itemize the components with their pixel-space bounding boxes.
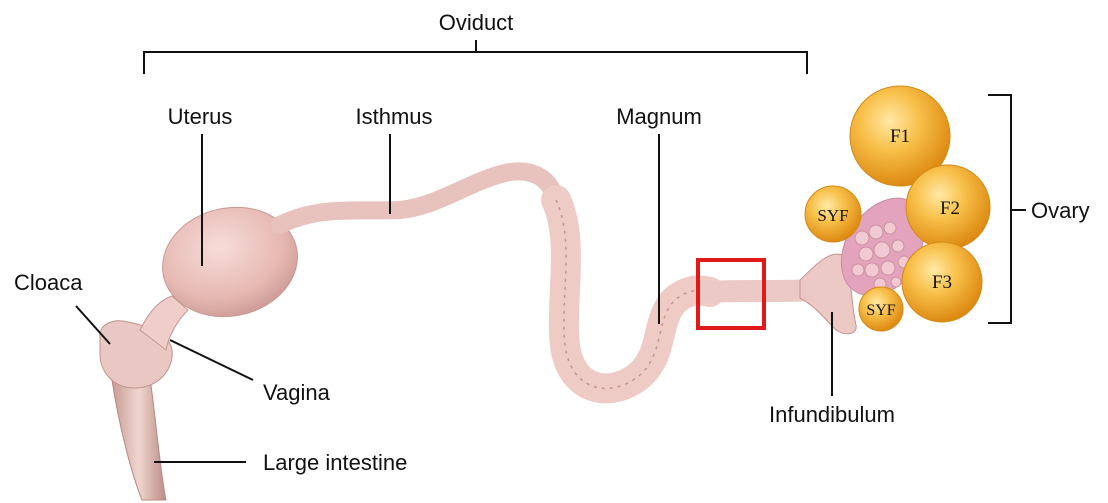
follicle-f1-label: F1 xyxy=(890,126,910,147)
follicle-syf-lower: SYF xyxy=(859,287,903,331)
magnum-label: Magnum xyxy=(616,104,702,129)
vagina-leader xyxy=(170,340,253,380)
infundibulum-label: Infundibulum xyxy=(769,402,895,427)
isthmus-label: Isthmus xyxy=(355,104,432,129)
ovary-label: Ovary xyxy=(1031,198,1090,223)
oviduct-bracket xyxy=(144,40,807,74)
infundibulum-neck-tissue xyxy=(705,290,815,292)
follicle-syf-upper-label: SYF xyxy=(817,206,848,225)
vagina-label: Vagina xyxy=(263,380,331,405)
cloaca-label: Cloaca xyxy=(14,270,83,295)
reproductive-tract-illustration: F1 F2 F3 SYF SYF xyxy=(100,86,990,500)
large-intestine-tissue xyxy=(112,378,166,500)
large-intestine-label: Large intestine xyxy=(263,450,407,475)
magnum-tissue xyxy=(556,200,710,388)
isthmus-tissue xyxy=(280,171,556,225)
follicle-f3-label: F3 xyxy=(932,272,952,293)
follicle-f2-label: F2 xyxy=(940,198,960,219)
follicle-f2: F2 xyxy=(906,165,990,249)
uterus-label: Uterus xyxy=(168,104,233,129)
follicle-syf-upper: SYF xyxy=(805,186,861,242)
follicle-syf-lower-label: SYF xyxy=(866,302,895,319)
oviduct-label: Oviduct xyxy=(439,10,514,35)
follicle-f3: F3 xyxy=(902,242,982,322)
ovary-bracket xyxy=(988,95,1026,323)
